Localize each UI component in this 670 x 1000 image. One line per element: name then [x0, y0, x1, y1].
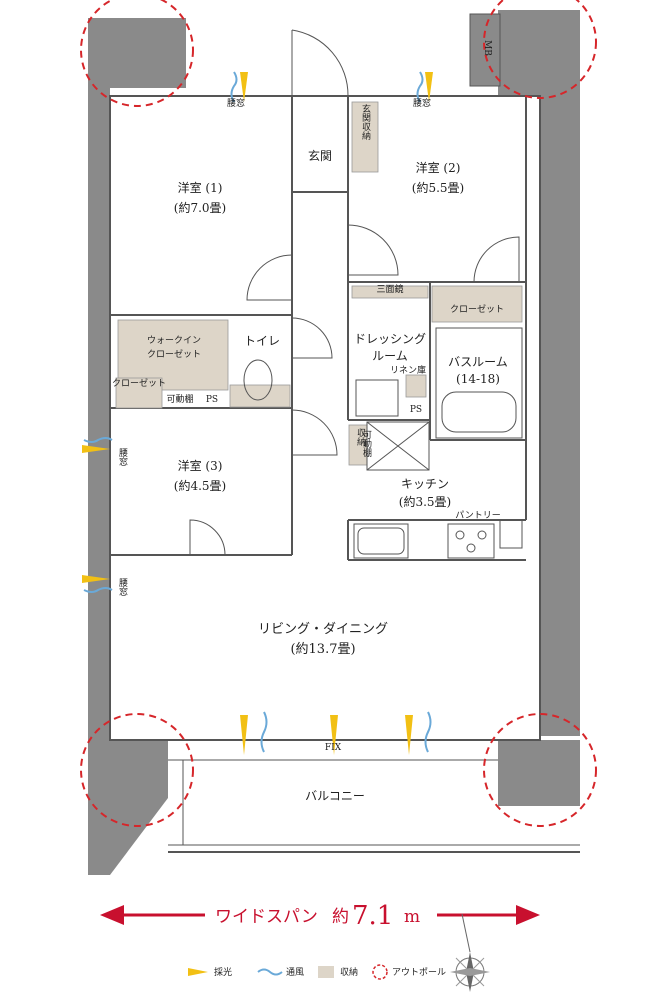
balcony-label: バルコニー: [305, 789, 365, 803]
walkin-label-1: ウォークイン: [147, 335, 201, 346]
span-value: 7.1: [352, 901, 393, 931]
room-labels: 洋室 (1) (約7.0畳) 洋室 (2) (約5.5畳) 洋室 (3) (約4…: [112, 40, 508, 803]
compass-icon: [450, 913, 490, 992]
living-name: リビング・ダイニング: [258, 622, 388, 637]
western3-name: 洋室 (3): [178, 458, 223, 473]
light-markers: [82, 72, 433, 755]
movable-shelf-label-2: 可動棚: [361, 430, 372, 458]
western3-size: (約4.5畳): [174, 478, 226, 493]
ps-label-1: PS: [206, 395, 218, 405]
span-unit: m: [404, 907, 420, 927]
legend-outpole: アウトポール: [392, 967, 446, 978]
western1-name: 洋室 (1): [178, 180, 223, 195]
western2-name: 洋室 (2): [416, 160, 461, 175]
dressing-label-2: ルーム: [372, 349, 408, 363]
kitchen-size: (約3.5畳): [399, 494, 451, 509]
light-legend-icon: [188, 968, 208, 976]
bath-size: (14-18): [456, 372, 500, 386]
ps-label-2: PS: [410, 405, 422, 415]
window-label-1: 腰窓: [227, 97, 245, 109]
span-approx: 約: [332, 907, 349, 927]
arrow-left-icon: [100, 905, 124, 925]
movable-shelf-label: 可動棚: [166, 393, 193, 405]
mb-label: MB: [482, 40, 492, 56]
window-label-2: 腰窓: [413, 97, 431, 109]
kitchen-name: キッチン: [401, 477, 449, 491]
span-label: ワイドスパン: [215, 907, 318, 927]
storage-areas: [115, 101, 523, 466]
ventilation-legend-icon: [257, 968, 283, 976]
door-swings: [189, 29, 520, 556]
closet-label: クローゼット: [112, 377, 166, 389]
arrow-right-icon: [516, 905, 540, 925]
pantry-label: パントリー: [455, 510, 500, 521]
western2-size: (約5.5畳): [412, 180, 464, 195]
balcony-area: [168, 759, 580, 853]
outer-walls: [88, 10, 580, 875]
closet-label-2: クローゼット: [450, 303, 504, 315]
living-size: (約13.7畳): [290, 642, 355, 657]
entrance-storage-label: 玄関収納: [360, 103, 371, 141]
legend-ventilation: 通風: [286, 967, 304, 978]
linen-label: リネン庫: [390, 364, 426, 376]
fixtures: [243, 327, 523, 559]
ventilation-markers: [83, 71, 432, 753]
window-label-4: 腰窓: [117, 578, 128, 596]
legend-storage: 収納: [340, 966, 358, 978]
legend: 採光 通風 収納 アウトポール: [188, 964, 446, 980]
legend-light: 採光: [214, 966, 232, 978]
movable-shelf-storage: 収納: [355, 427, 366, 447]
storage-legend-icon: [318, 966, 334, 978]
window-label-3: 腰窓: [117, 448, 128, 466]
bath-name: バスルーム: [448, 355, 508, 369]
toilet-label: トイレ: [244, 334, 280, 348]
outpole-markers: [80, 0, 597, 827]
entrance-label: 玄関: [308, 148, 332, 163]
wide-span-indicator: ワイドスパン 約 7.1 m: [100, 896, 540, 932]
walkin-label-2: クローゼット: [147, 348, 201, 360]
dressing-label-1: ドレッシング: [354, 332, 426, 346]
fix-label: FIX: [325, 743, 342, 753]
outpole-legend-icon: [372, 964, 388, 980]
interior-walls: [109, 95, 541, 741]
mirror-label: 三面鏡: [376, 283, 403, 295]
western1-size: (約7.0畳): [174, 200, 226, 215]
